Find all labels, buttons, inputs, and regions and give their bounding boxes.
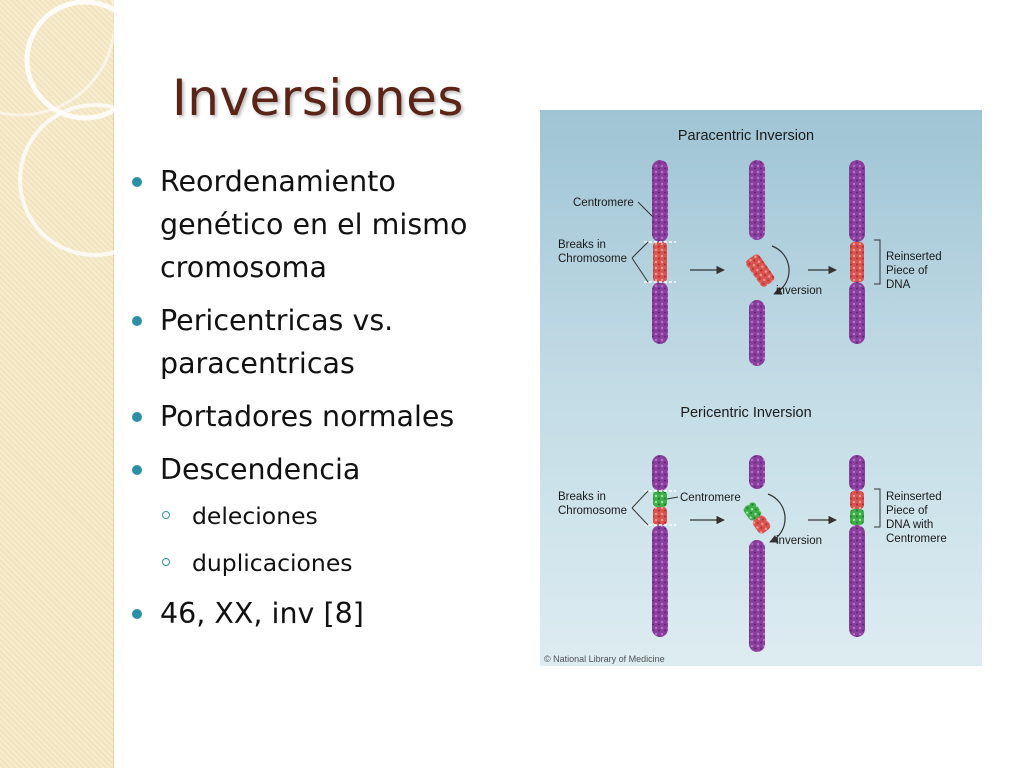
bullet-item: Descendencia deleciones duplicaciones (130, 448, 500, 582)
breaks-label-line1: Breaks in (558, 491, 606, 503)
centromere-pointer (637, 201, 653, 217)
chromosome-pericentric-excised (743, 455, 771, 652)
chromosome-pericentric-original (644, 455, 676, 637)
sub-bullet-text: duplicaciones (192, 549, 353, 577)
reinserted-peri-label-line4: Centromere (886, 533, 947, 545)
chromosome-pericentric-reinserted (849, 455, 865, 637)
bullet-text: Descendencia (160, 453, 361, 486)
reinserted-peri-label-line1: Reinserted (886, 491, 942, 503)
bullet-dot-icon (132, 465, 142, 475)
bullet-item: Portadores normales (130, 395, 500, 438)
bullet-dot-icon (132, 177, 142, 187)
paracentric-title: Paracentric Inversion (678, 128, 814, 144)
image-credit: © National Library of Medicine (544, 654, 665, 664)
sub-bullet-item: duplicaciones (158, 544, 500, 582)
rotation-arrow-icon (767, 493, 786, 543)
sub-bullet-text: deleciones (192, 502, 318, 530)
decorative-side-panel (0, 0, 114, 768)
reinserted-label-line3: DNA (886, 279, 911, 291)
bullet-item: Pericentricas vs. paracentricas (130, 299, 500, 385)
chromosome-paracentric-excised (746, 160, 775, 366)
bullet-text: Reordenamiento genético en el mismo crom… (160, 165, 468, 284)
sub-bullet-item: deleciones (158, 497, 500, 535)
sub-bullet-ring-icon (162, 511, 170, 519)
inversion-diagram-svg: Paracentric Inversion (540, 110, 982, 666)
decorative-circles (0, 0, 170, 257)
bullet-dot-icon (132, 412, 142, 422)
inversion-label: inversion (776, 285, 822, 297)
bullet-item: Reordenamiento genético en el mismo crom… (130, 160, 500, 289)
bullet-dot-icon (132, 316, 142, 326)
rotation-arrow-icon (771, 245, 790, 295)
centromere-label: Centromere (680, 492, 741, 504)
bullet-dot-icon (132, 609, 142, 619)
reinserted-peri-label-line2: Piece of (886, 505, 928, 517)
centromere-pointer (666, 496, 679, 500)
bullet-item: 46, XX, inv [8] (130, 592, 500, 635)
slide-title: Inversiones (172, 69, 464, 127)
pericentric-title: Pericentric Inversion (680, 405, 811, 421)
bullet-text: Pericentricas vs. paracentricas (160, 304, 394, 380)
chromosome-paracentric-original (644, 160, 676, 344)
reinserted-peri-label-line3: DNA with (886, 519, 933, 531)
breaks-pointer (631, 490, 649, 526)
centromere-label: Centromere (573, 197, 634, 209)
breaks-label-line2: Chromosome (558, 253, 627, 265)
breaks-pointer (631, 241, 649, 283)
breaks-label-line2: Chromosome (558, 505, 627, 517)
bullet-text: 46, XX, inv [8] (160, 597, 364, 630)
bracket (874, 239, 881, 285)
bracket (874, 488, 881, 528)
sub-bullet-ring-icon (162, 558, 170, 566)
bullet-list: Reordenamiento genético en el mismo crom… (130, 160, 500, 645)
bullet-text: Portadores normales (160, 400, 455, 433)
inversion-label: inversion (776, 535, 822, 547)
breaks-label-line1: Breaks in (558, 239, 606, 251)
inversion-diagram: Paracentric Inversion (540, 110, 982, 666)
sub-bullet-list: deleciones duplicaciones (158, 497, 500, 582)
reinserted-label-line1: Reinserted (886, 251, 942, 263)
reinserted-label-line2: Piece of (886, 265, 928, 277)
chromosome-paracentric-reinserted (849, 160, 865, 344)
